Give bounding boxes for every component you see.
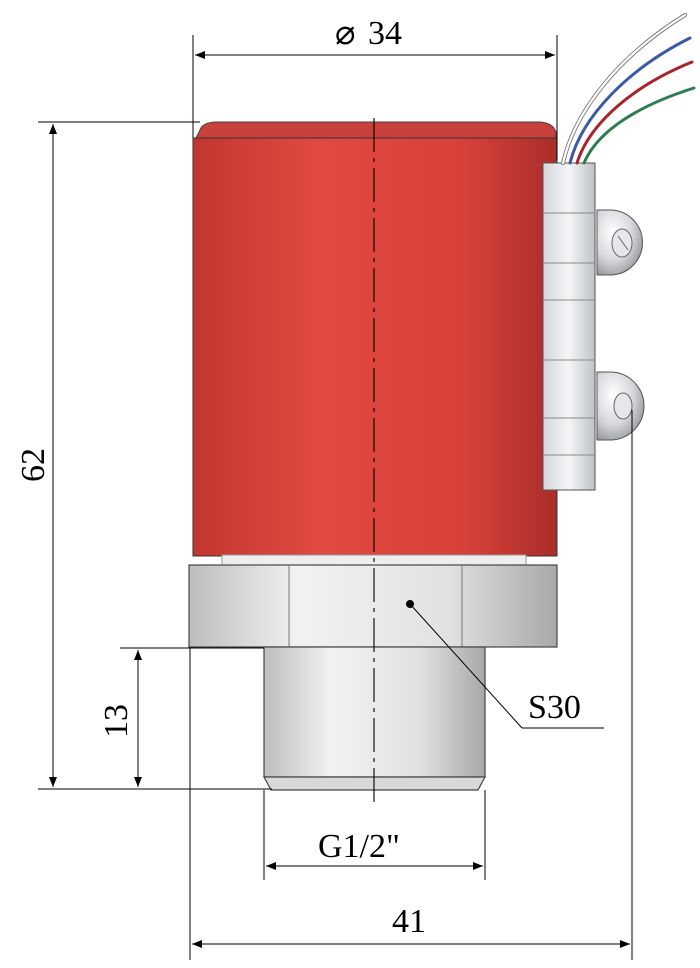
- hex-label: S30: [528, 689, 581, 726]
- dimension-thread-length: 13: [98, 647, 264, 787]
- dimension-total-width: 41: [189, 410, 633, 960]
- wire-white: [561, 13, 687, 165]
- housing-cap-top: [194, 121, 557, 141]
- width-label: 41: [392, 903, 426, 940]
- side-connector: [542, 162, 645, 491]
- diameter-symbol: ⌀: [335, 15, 355, 52]
- sensor-housing: [192, 121, 558, 557]
- wire-green: [582, 86, 696, 165]
- dimension-total-height: 62: [15, 121, 272, 790]
- housing-body: [192, 137, 558, 557]
- connector-plate: [542, 162, 596, 491]
- wire-blue: [568, 36, 692, 165]
- diameter-label: 34: [368, 15, 402, 52]
- dimension-diameter: ⌀ 34: [192, 15, 558, 160]
- screw-head-upper: [596, 209, 643, 276]
- wire-red: [575, 60, 694, 165]
- thread-length-label: 13: [98, 704, 135, 738]
- hex-nut-body: [188, 564, 558, 648]
- cable-wires: [561, 13, 696, 165]
- screw-head-lower: [596, 371, 645, 441]
- height-label: 62: [15, 448, 52, 482]
- dimension-thread: G1/2": [263, 790, 486, 880]
- thread-label: G1/2": [318, 828, 400, 865]
- hex-nut: [188, 564, 558, 648]
- dimension-hex: S30: [409, 603, 604, 729]
